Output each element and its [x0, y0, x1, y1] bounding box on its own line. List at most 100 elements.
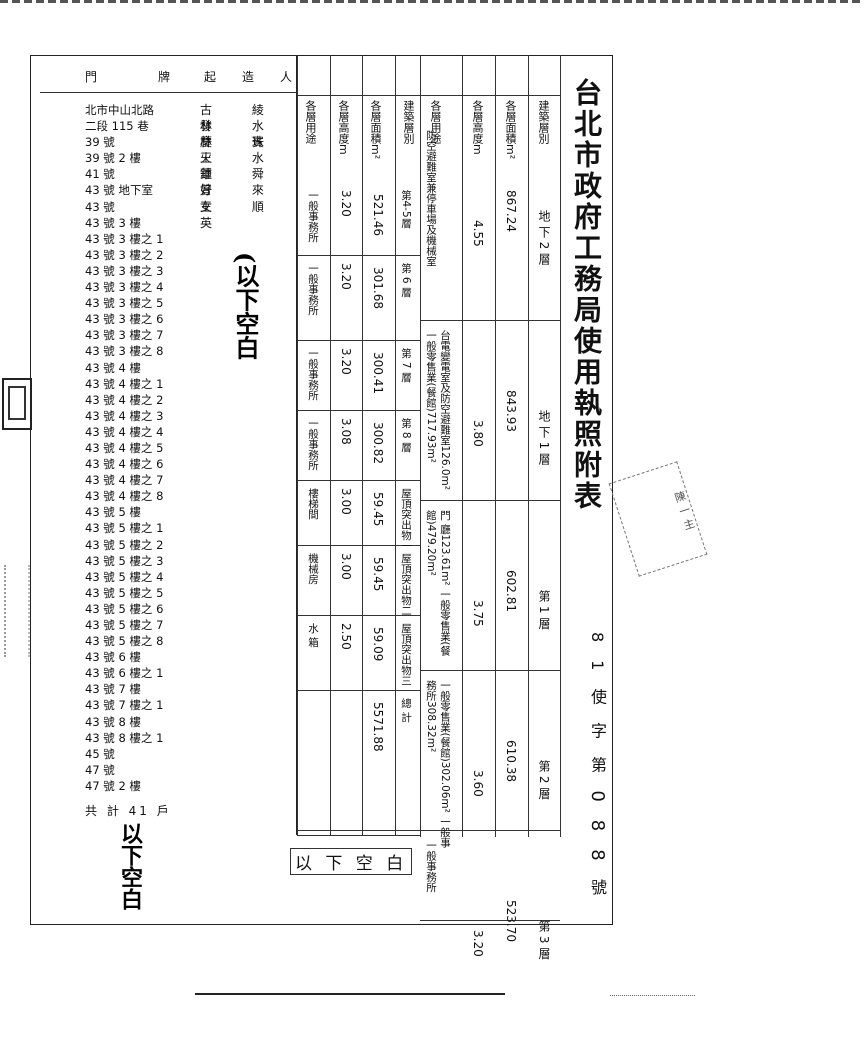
lower-cell-height: 3.00 — [339, 553, 353, 580]
upper-cell-use: 門 廳123.61m² 一般零售業(餐館)479.20m² — [425, 510, 451, 656]
header-start: 起 — [204, 70, 219, 84]
table-header-divider — [297, 95, 560, 96]
lower-cell-area: 5571.88 — [371, 702, 385, 752]
lower-cell-use: 一般事務所 — [307, 263, 319, 316]
upper-cell-height: 4.55 — [471, 220, 485, 247]
table-col-line — [297, 55, 298, 835]
address-item: 43 號 8 樓 — [85, 714, 141, 729]
table-row-header: 各層高度m — [471, 100, 484, 155]
lower-row-line — [297, 340, 420, 341]
address-item: 47 號 — [85, 762, 115, 777]
address-item: 43 號 3 樓之 3 — [85, 263, 164, 278]
address-item: 43 號 4 樓之 1 — [85, 376, 164, 391]
lower-cell-area: 300.41 — [371, 352, 385, 394]
address-item: 43 號 — [85, 199, 115, 214]
header-door: 門 — [85, 70, 100, 84]
upper-cell-area: 867.24 — [504, 190, 518, 232]
address-item: 43 號 6 樓 — [85, 650, 141, 665]
builder-item: 王 水 華 — [200, 151, 282, 182]
address-item: 43 號 3 樓之 8 — [85, 344, 164, 359]
address-item: 39 號 2 樓 — [85, 151, 141, 166]
lower-cell-floor: 屋頂突出物三 — [400, 623, 412, 686]
lower-cell-use: 機械房 — [307, 553, 319, 585]
upper-cell-area: 843.93 — [504, 390, 518, 432]
lower-cell-floor: 屋頂突出物二 — [400, 553, 412, 616]
address-item: 43 號 7 樓 — [85, 682, 141, 697]
upper-cell-height: 3.20 — [471, 930, 485, 957]
builder-item: 王 順 英 — [200, 199, 282, 230]
address-item: 43 號 3 樓之 7 — [85, 328, 164, 343]
address-item: 43 號 5 樓之 7 — [85, 618, 164, 632]
upper-row-line — [420, 500, 560, 501]
address-item: 43 號 4 樓之 4 — [85, 424, 164, 439]
header-plate: 牌 — [158, 70, 173, 84]
table-col-line — [330, 55, 331, 835]
table-row-header: 建築層別 — [402, 100, 415, 144]
address-item: 43 號 5 樓之 2 — [85, 537, 164, 552]
address-item: 43 號 地下室 — [85, 183, 153, 198]
address-item: 43 號 5 樓 — [85, 505, 141, 520]
upper-cell-area: 602.81 — [504, 570, 518, 612]
lower-cell-area: 59.09 — [371, 627, 385, 662]
address-item: 43 號 4 樓之 7 — [85, 473, 164, 488]
upper-cell-floor: 第 2 層 — [537, 760, 551, 800]
lower-cell-use: 水 箱 — [307, 623, 319, 648]
table-row-header: 各層用途 — [304, 100, 317, 144]
lower-cell-area: 521.46 — [371, 194, 385, 236]
builder-item: 林 水 慶 珠 — [200, 119, 282, 150]
address-item: 41 號 — [85, 167, 115, 182]
address-item: 43 號 4 樓之 2 — [85, 392, 164, 407]
floor-table — [296, 55, 615, 835]
address-item: 43 號 5 樓之 4 — [85, 569, 164, 584]
address-item: 43 號 5 樓之 6 — [85, 601, 164, 616]
lower-row-line — [297, 545, 420, 546]
total-households: 共 計 41 戶 — [85, 804, 172, 818]
lower-cell-floor: 第 8 層 — [400, 418, 412, 453]
table-row-header: 各層高度m — [337, 100, 350, 155]
builder-item: 古 綾 發 — [200, 103, 282, 134]
upper-cell-area: 523.70 — [504, 900, 518, 942]
address-item: 45 號 — [85, 746, 115, 761]
table-col-line — [560, 55, 561, 837]
upper-row-line — [420, 920, 560, 921]
lower-row-line — [297, 480, 420, 481]
upper-row-line — [420, 670, 560, 671]
upper-cell-use: 一般零售業(餐館)302.06m² 一般事務所308.32m² — [425, 680, 451, 848]
builder-item: 曾 來 女 — [200, 183, 282, 214]
table-row-header: 各層用途 — [429, 100, 442, 144]
table-bottom-line — [297, 835, 420, 836]
address-item: 43 號 3 樓之 2 — [85, 247, 164, 262]
lower-cell-height: 3.20 — [339, 263, 353, 290]
lower-row-line — [297, 615, 420, 616]
address-item: 39 號 — [85, 135, 115, 150]
doc-suffix: 號 — [588, 878, 607, 913]
address-item: 43 號 6 樓之 1 — [85, 666, 164, 681]
address-item: 43 號 3 樓 — [85, 215, 141, 230]
lower-cell-area: 300.82 — [371, 422, 385, 464]
blank-stamp: 以 下 空 白 — [290, 848, 413, 875]
table-col-line — [462, 55, 463, 837]
upper-cell-height: 3.60 — [471, 770, 485, 797]
table-col-line — [395, 55, 396, 835]
upper-row-line — [420, 830, 560, 831]
address-item: 43 號 5 樓之 8 — [85, 634, 164, 649]
lower-cell-use: 一般事務所 — [307, 190, 319, 243]
address-item: 43 號 5 樓之 1 — [85, 521, 164, 536]
address-item: 43 號 7 樓之 1 — [85, 698, 164, 713]
table-row-header: 建築層別 — [537, 100, 550, 144]
upper-cell-use: 台電變電室及防空避難室126.0m² 一般零售業(餐館)717.93m² — [425, 330, 451, 490]
address-item: 43 號 4 樓之 6 — [85, 457, 164, 472]
lower-cell-area: 301.68 — [371, 267, 385, 309]
address-item: 47 號 2 樓 — [85, 778, 141, 793]
lower-cell-floor: 第 7 層 — [400, 348, 412, 383]
lower-cell-use: 樓梯間 — [307, 488, 319, 520]
builder-item: 鍾 舜 好 — [200, 167, 282, 198]
lower-cell-height: 3.20 — [339, 348, 353, 375]
table-col-line — [495, 55, 496, 837]
handwritten-blank-note-1: (以下空白 — [231, 252, 260, 360]
upper-cell-floor: 第 3 層 — [537, 920, 551, 960]
address-item: 43 號 3 樓之 5 — [85, 296, 164, 311]
address-item: 43 號 4 樓之 8 — [85, 489, 164, 504]
scan-noise-top — [0, 0, 864, 3]
